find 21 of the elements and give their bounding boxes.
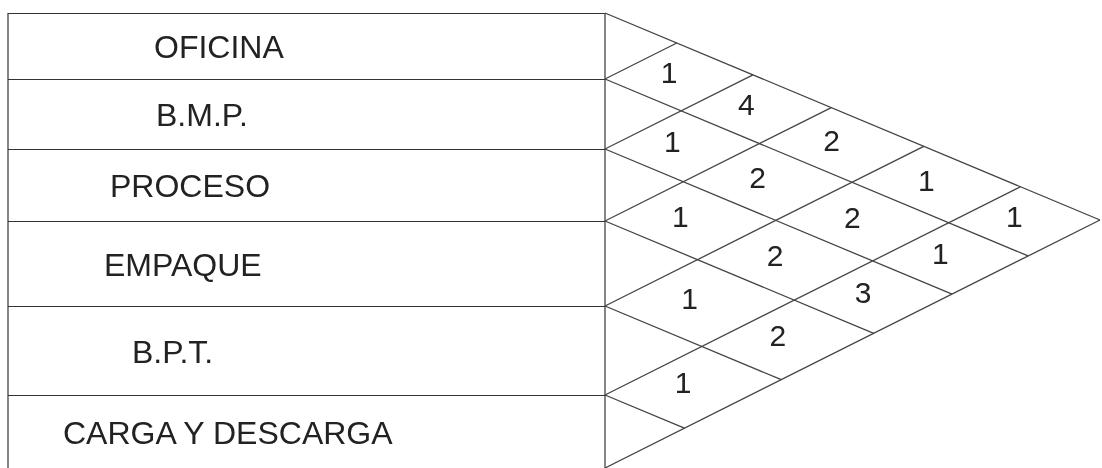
closeness-rating: 1 [660, 57, 678, 88]
closeness-rating: 1 [663, 127, 681, 158]
row-label: B.P.T. [132, 335, 214, 368]
closeness-rating: 2 [843, 202, 861, 233]
closeness-rating: 1 [917, 165, 935, 196]
row-label: B.M.P. [156, 99, 248, 131]
row-label: PROCESO [110, 170, 271, 202]
closeness-rating: 1 [672, 201, 689, 232]
closeness-rating: 4 [737, 90, 755, 121]
closeness-rating: 2 [823, 125, 840, 156]
closeness-rating: 2 [769, 320, 787, 351]
closeness-rating: 1 [1006, 202, 1023, 233]
closeness-rating: 1 [674, 368, 692, 399]
closeness-rating: 3 [854, 278, 872, 309]
row-label: CARGA Y DESCARGA [63, 416, 393, 449]
row-label: OFICINA [154, 31, 284, 63]
closeness-rating: 1 [932, 239, 949, 270]
closeness-rating: 1 [681, 284, 698, 315]
row-label: EMPAQUE [104, 248, 262, 281]
closeness-rating: 2 [766, 241, 784, 272]
closeness-rating: 2 [749, 163, 766, 193]
